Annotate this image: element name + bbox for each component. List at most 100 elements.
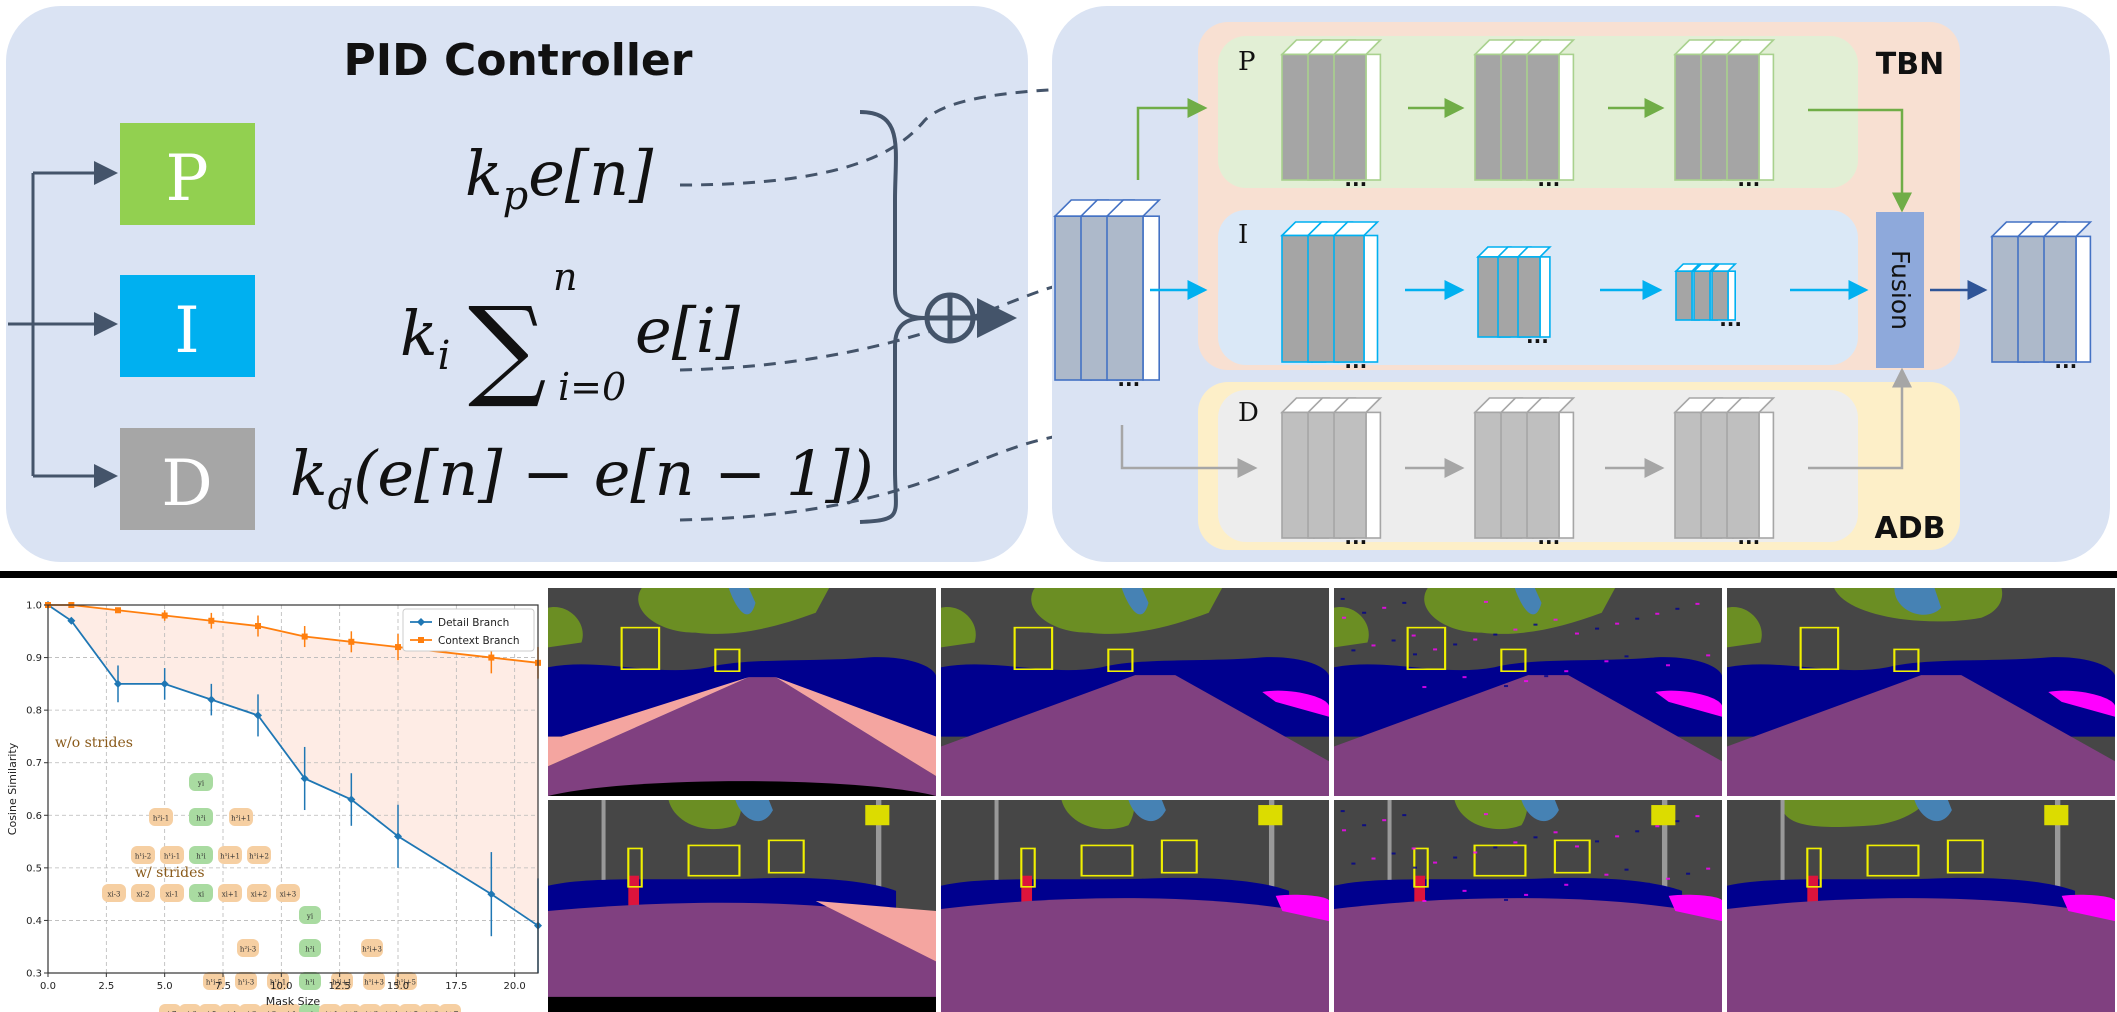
tree-node-label: xi+7 bbox=[442, 1011, 459, 1012]
fusion-label: Fusion bbox=[1886, 250, 1915, 330]
seg-noise bbox=[1503, 898, 1508, 901]
layer-ellipsis: ... bbox=[1537, 167, 1560, 191]
tree-with-strides-node: yi bbox=[299, 906, 321, 924]
tree-node-label: h²i+1 bbox=[231, 815, 251, 823]
layer-front-face bbox=[1307, 234, 1339, 363]
seg-noise bbox=[1452, 856, 1458, 859]
segmentation-panel bbox=[1726, 588, 2115, 796]
seg-noise bbox=[1685, 659, 1690, 662]
seg-noise bbox=[1402, 601, 1407, 604]
tree-node-shape bbox=[199, 1004, 221, 1012]
x-tick-label: 7.5 bbox=[215, 981, 231, 992]
seg-pole bbox=[1387, 800, 1392, 922]
seg-noise bbox=[1351, 649, 1356, 652]
seg-noise bbox=[1391, 852, 1396, 855]
seg-ego-hood bbox=[548, 996, 937, 1012]
layer-front-face bbox=[1526, 53, 1560, 181]
seg-magenta bbox=[1275, 894, 1330, 922]
tree-with-strides-node: h¹i-3 bbox=[235, 972, 257, 990]
tree-node-shape bbox=[189, 773, 213, 791]
seg-noise bbox=[1341, 616, 1346, 619]
data-point bbox=[347, 795, 356, 804]
seg-road bbox=[940, 898, 1330, 1012]
tree-node-label: xi+3 bbox=[362, 1011, 379, 1012]
segmentation-panel bbox=[940, 800, 1330, 1012]
seg-sidewalk bbox=[775, 677, 937, 777]
seg-noise bbox=[1361, 824, 1366, 827]
annotation-with-strides: w/ strides bbox=[135, 865, 205, 881]
tree-node-label: h¹i+2 bbox=[249, 853, 269, 861]
tree-node-label: xi+5 bbox=[402, 1011, 419, 1012]
seg-sign bbox=[2044, 805, 2069, 826]
seg-noise bbox=[1553, 618, 1558, 621]
data-point bbox=[208, 617, 215, 624]
layer-front-face bbox=[1477, 256, 1501, 338]
segmentation-panel bbox=[1333, 588, 1723, 796]
tree-node-shape bbox=[189, 884, 213, 902]
tree-without-strides-node: h¹i bbox=[189, 846, 213, 864]
layer-side-face bbox=[1365, 53, 1382, 181]
seg-noise bbox=[1635, 617, 1640, 620]
tree-node-label: h¹i+5 bbox=[396, 979, 416, 987]
layer-side-face bbox=[1558, 53, 1575, 181]
seg-pole bbox=[875, 800, 882, 932]
seg-noise bbox=[1422, 899, 1427, 902]
seg-person bbox=[1021, 875, 1032, 922]
seg-noise bbox=[1614, 835, 1619, 838]
seg-noise bbox=[1705, 654, 1711, 657]
input-branch-lines bbox=[8, 161, 118, 488]
tree-without-strides-node: yi bbox=[189, 773, 213, 791]
data-point bbox=[207, 695, 216, 704]
seg-noise bbox=[1351, 862, 1356, 865]
y-tick-label: 0.8 bbox=[26, 706, 42, 717]
data-point bbox=[487, 890, 496, 899]
highlight-box bbox=[1160, 839, 1198, 874]
tree-with-strides-node: xi-1 bbox=[279, 1004, 301, 1012]
tree-with-strides-node: h¹i-5 bbox=[203, 972, 225, 990]
seg-noise bbox=[1412, 866, 1417, 869]
tree-without-strides-node: xi-3 bbox=[102, 884, 126, 902]
tree-node-shape bbox=[299, 939, 321, 957]
seg-noise bbox=[1411, 847, 1416, 850]
x-axis-label: Mask Size bbox=[266, 995, 321, 1008]
layer-ellipsis: ... bbox=[1737, 525, 1760, 549]
seg-magenta bbox=[1668, 894, 1723, 922]
layer-ellipsis: ... bbox=[1117, 367, 1140, 391]
layer-ellipsis: ... bbox=[1344, 349, 1367, 373]
svg-text:e[i]: e[i] bbox=[635, 294, 741, 367]
segmentation-panel bbox=[1726, 800, 2115, 1012]
seg-person bbox=[628, 875, 640, 922]
seg-noise bbox=[1695, 815, 1700, 818]
x-tick-label: 2.5 bbox=[98, 981, 114, 992]
seg-noise bbox=[1493, 846, 1498, 849]
p-stack-3: ... bbox=[1673, 39, 1776, 191]
fusion-block bbox=[1876, 212, 1924, 368]
i-block-label: I bbox=[174, 294, 199, 368]
layer-side-face bbox=[1558, 411, 1575, 539]
seg-noise bbox=[1594, 627, 1599, 630]
data-point bbox=[160, 679, 169, 688]
seg-noise bbox=[1462, 676, 1467, 679]
seg-noise bbox=[1402, 814, 1407, 817]
seg-noise bbox=[1432, 861, 1437, 864]
svg-text:kd(e[n] − e[n − 1]): kd(e[n] − e[n − 1]) bbox=[290, 437, 874, 519]
tree-node-shape bbox=[267, 972, 289, 990]
tree-node-shape bbox=[299, 972, 321, 990]
tree-node-label: xi+1 bbox=[322, 1011, 339, 1012]
highlight-box bbox=[714, 648, 741, 672]
tree-node-label: xi-4 bbox=[223, 1011, 237, 1012]
tree-node-shape bbox=[235, 972, 257, 990]
seg-noise bbox=[1482, 671, 1487, 674]
seg-vegetation bbox=[1726, 607, 1762, 648]
highlight-box bbox=[620, 626, 661, 671]
highlight-box bbox=[1799, 626, 1839, 671]
data-point bbox=[301, 633, 308, 640]
data-point bbox=[115, 607, 121, 614]
layer-ellipsis: ... bbox=[1537, 525, 1560, 549]
layer-ellipsis: ... bbox=[1344, 525, 1367, 549]
d-branch-label: D bbox=[1238, 398, 1259, 428]
tree-node-shape bbox=[218, 884, 242, 902]
seg-noise bbox=[1544, 675, 1549, 678]
seg-road bbox=[940, 675, 1330, 796]
seg-noise bbox=[1442, 894, 1447, 897]
